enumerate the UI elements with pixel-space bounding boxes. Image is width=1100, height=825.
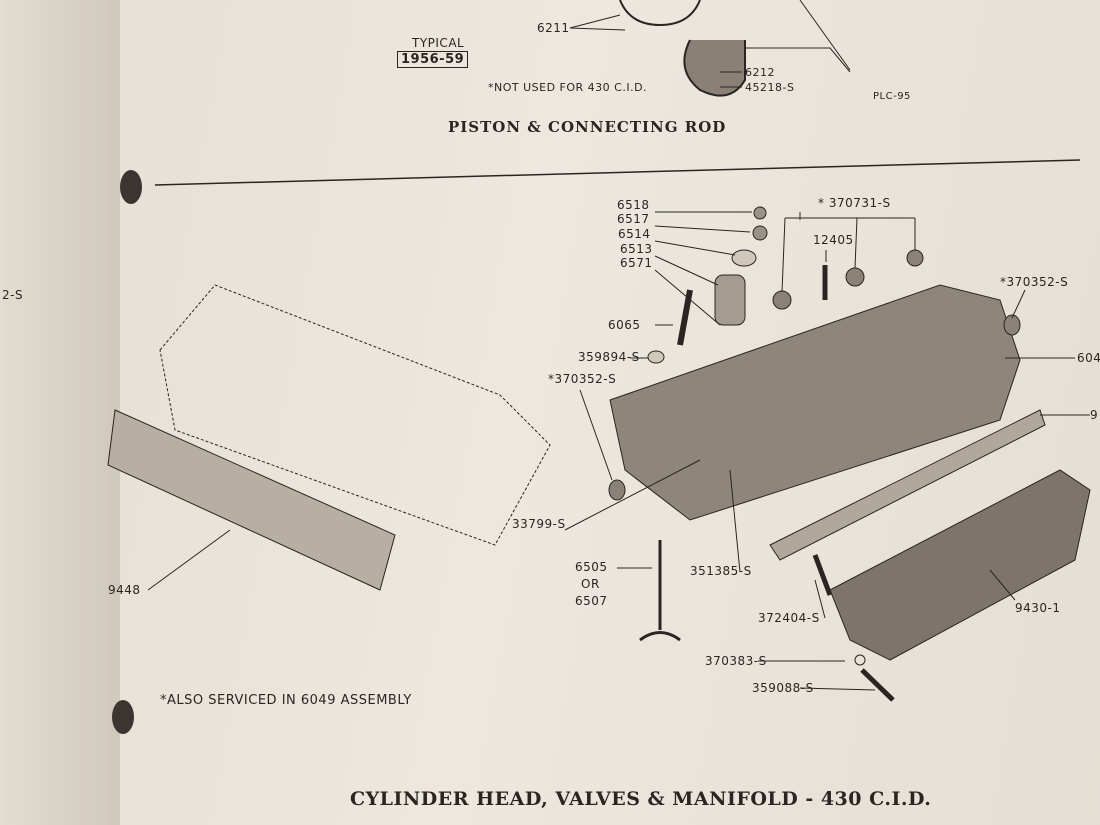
section-title-cylinder-head: CYLINDER HEAD, VALVES & MANIFOLD - 430 C… bbox=[350, 788, 932, 810]
part-label: 372404-S bbox=[758, 611, 820, 625]
binder-hole bbox=[112, 700, 134, 734]
part-label: 6518 bbox=[617, 198, 650, 212]
part-label: *370352-S bbox=[548, 372, 617, 386]
part-label: 6212 bbox=[745, 66, 775, 79]
valve-drawing bbox=[639, 540, 681, 642]
section-title-piston: PISTON & CONNECTING ROD bbox=[448, 118, 727, 136]
part-label: 6517 bbox=[617, 212, 650, 226]
connecting-rod-cap-drawing bbox=[683, 39, 746, 97]
part-label-or: OR bbox=[581, 577, 600, 591]
part-label: 6211 bbox=[537, 21, 570, 35]
section-divider bbox=[154, 159, 1081, 186]
part-label: 6571 bbox=[620, 256, 653, 270]
note-not-used: *NOT USED FOR 430 C.I.D. bbox=[488, 81, 648, 94]
part-label: 351385-S bbox=[690, 564, 752, 578]
left-page-text: 2-S bbox=[2, 288, 24, 302]
part-label: 6065 bbox=[608, 318, 641, 332]
part-label: 12405 bbox=[813, 233, 854, 247]
note-also-serviced: *ALSO SERVICED IN 6049 ASSEMBLY bbox=[160, 693, 412, 708]
part-label: 370383-S bbox=[705, 654, 767, 668]
part-label: 33799-S bbox=[512, 517, 566, 531]
part-label: 9448 bbox=[108, 583, 141, 597]
part-label: * 370731-S bbox=[818, 196, 891, 210]
part-label: 6513 bbox=[620, 242, 653, 256]
part-label: 359088-S bbox=[752, 681, 814, 695]
cylinder-head-drawing bbox=[609, 284, 1021, 521]
part-label: 6514 bbox=[618, 227, 651, 241]
cylinder-head-phantom-drawing bbox=[159, 284, 551, 546]
part-label: 9 bbox=[1090, 408, 1099, 422]
part-label: 359894-S bbox=[578, 350, 640, 364]
valve-spring-drawing bbox=[714, 274, 746, 326]
plate-code: PLC-95 bbox=[873, 91, 911, 102]
bearing-shell-drawing bbox=[619, 0, 701, 27]
part-label: 9430-1 bbox=[1015, 601, 1061, 615]
typical-label: TYPICAL bbox=[412, 36, 465, 50]
part-label: 604 bbox=[1077, 351, 1100, 365]
exhaust-manifold-drawing bbox=[829, 469, 1091, 661]
part-label: 6505 bbox=[575, 560, 608, 574]
part-label: 45218-S bbox=[745, 81, 795, 94]
binder-hole bbox=[120, 170, 142, 204]
part-label: 6507 bbox=[575, 594, 608, 608]
exhaust-gasket-drawing bbox=[107, 409, 396, 591]
part-label: *370352-S bbox=[1000, 275, 1069, 289]
manifold-gasket-drawing bbox=[769, 409, 1046, 561]
year-range-box: 1956-59 bbox=[397, 51, 469, 68]
